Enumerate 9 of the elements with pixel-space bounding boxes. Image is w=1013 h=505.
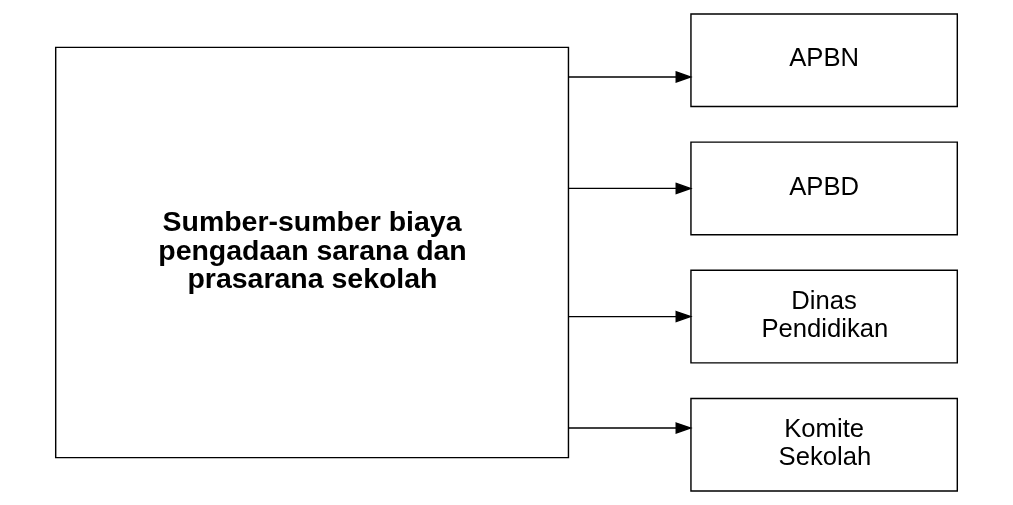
arrow [567, 182, 693, 195]
node-box: APBD [690, 141, 958, 236]
node-box: Dinas Pendidikan [690, 269, 958, 364]
arrow [567, 422, 693, 435]
arrow [567, 70, 693, 83]
node-box: APBN [690, 13, 958, 108]
arrow [567, 310, 693, 323]
node-box: Sumber-sumber biaya pengadaan sarana dan prasarana sekolah [55, 46, 570, 459]
node-box: Komite Sekolah [690, 397, 958, 492]
